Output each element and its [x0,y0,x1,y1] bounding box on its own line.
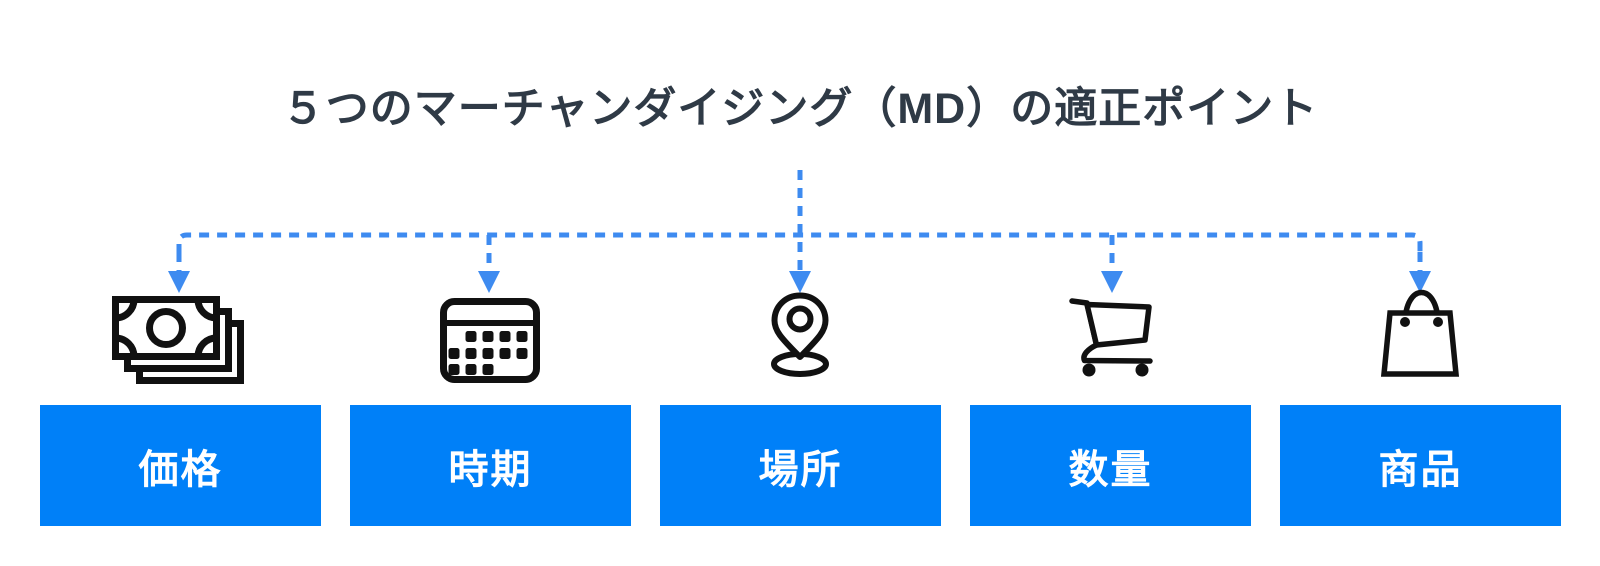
arrowhead-1 [168,271,190,293]
shopping-bag-icon [1380,290,1460,377]
shopping-cart-icon [1069,298,1153,377]
page-title: ５つのマーチャンダイジング（MD）の適正ポイント [281,85,1319,133]
arrowhead-5 [1409,271,1431,293]
distributor-dashed-line [176,232,1423,254]
md-box-label: 数量 [1068,447,1153,492]
md-box: 価格 [40,405,321,526]
md-box: 場所 [660,405,941,526]
connector-arrows [168,170,1431,293]
money-icon [112,296,244,384]
location-pin-icon [771,292,829,377]
calendar-icon [440,298,540,383]
md-box-label: 時期 [448,447,533,492]
md-box-label: 場所 [758,447,843,492]
arrowhead-3 [789,271,811,293]
md-box-label: 商品 [1378,447,1463,492]
md-box-label: 価格 [138,447,223,492]
arrowhead-2 [478,271,500,293]
arrowhead-4 [1101,271,1123,293]
md-box: 商品 [1280,405,1561,526]
md-box: 時期 [350,405,631,526]
md-box: 数量 [970,405,1251,526]
